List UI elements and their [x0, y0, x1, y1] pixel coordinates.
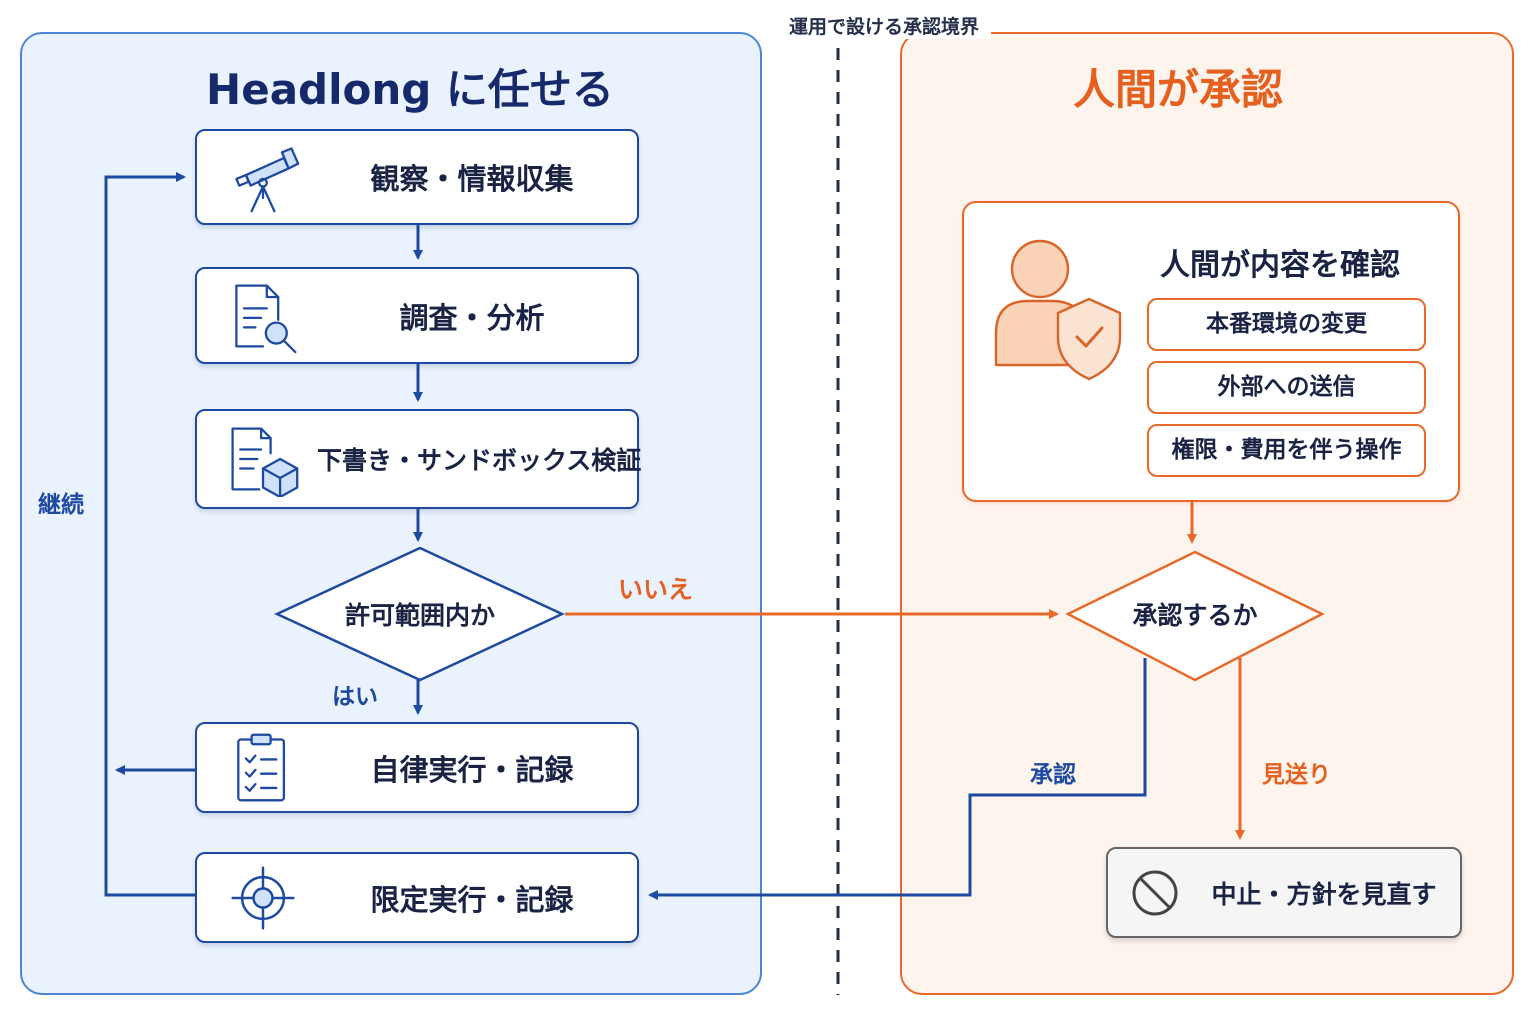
continue-label: 継続 — [38, 492, 84, 518]
review-title: 人間が内容を確認 — [1160, 248, 1400, 283]
arrow-approve-to-limited — [648, 658, 1147, 900]
right-panel-title: 人間が承認 — [1072, 65, 1284, 114]
review-item-permission-cost: 権限・費用を伴う操作 — [1147, 424, 1426, 477]
step-auto-execute-label: 自律実行・記録 — [370, 752, 574, 787]
stop-label: 中止・方針を見直す — [1211, 879, 1437, 909]
decision-permitted-label: 許可範囲内か — [344, 601, 496, 630]
telescope-icon — [235, 147, 300, 213]
left-panel-title: Headlong に任せる — [206, 65, 614, 114]
no-label: いいえ — [618, 575, 694, 604]
step-draft: 下書き・サンドボックス検証 — [195, 409, 642, 509]
decision-approve-label: 承認するか — [1132, 601, 1258, 630]
step-observe-label: 観察・情報収集 — [370, 162, 574, 196]
document-search-icon — [235, 283, 297, 353]
step-auto-execute: 自律実行・記録 — [195, 722, 639, 813]
approval-boundary-label: 運用で設ける承認境界 — [776, 12, 992, 39]
step-draft-label: 下書き・サンドボックス検証 — [317, 446, 642, 475]
right-panel — [900, 32, 1514, 995]
step-limited-execute-label: 限定実行・記録 — [370, 882, 574, 917]
decision-permitted-shape — [274, 546, 565, 682]
step-limited-execute: 限定実行・記録 — [195, 852, 639, 943]
yes-label: はい — [332, 684, 378, 710]
prohibited-icon — [1132, 870, 1178, 915]
stop-box: 中止・方針を見直す — [1106, 847, 1462, 938]
clipboard-checklist-icon — [237, 733, 286, 801]
arrow-continue-loop — [104, 172, 195, 897]
document-cube-icon — [231, 427, 299, 497]
step-investigate-label: 調査・分析 — [399, 300, 545, 335]
step-observe: 観察・情報収集 — [195, 129, 639, 225]
user-shield-icon — [994, 239, 1122, 381]
target-icon — [231, 865, 295, 930]
step-investigate: 調査・分析 — [195, 267, 639, 364]
approve-label: 承認 — [1030, 762, 1076, 788]
decision-approve-shape — [1065, 550, 1325, 682]
review-item-production: 本番環境の変更 — [1147, 298, 1426, 351]
skip-label: 見送り — [1262, 762, 1331, 788]
review-item-external: 外部への送信 — [1147, 361, 1426, 414]
